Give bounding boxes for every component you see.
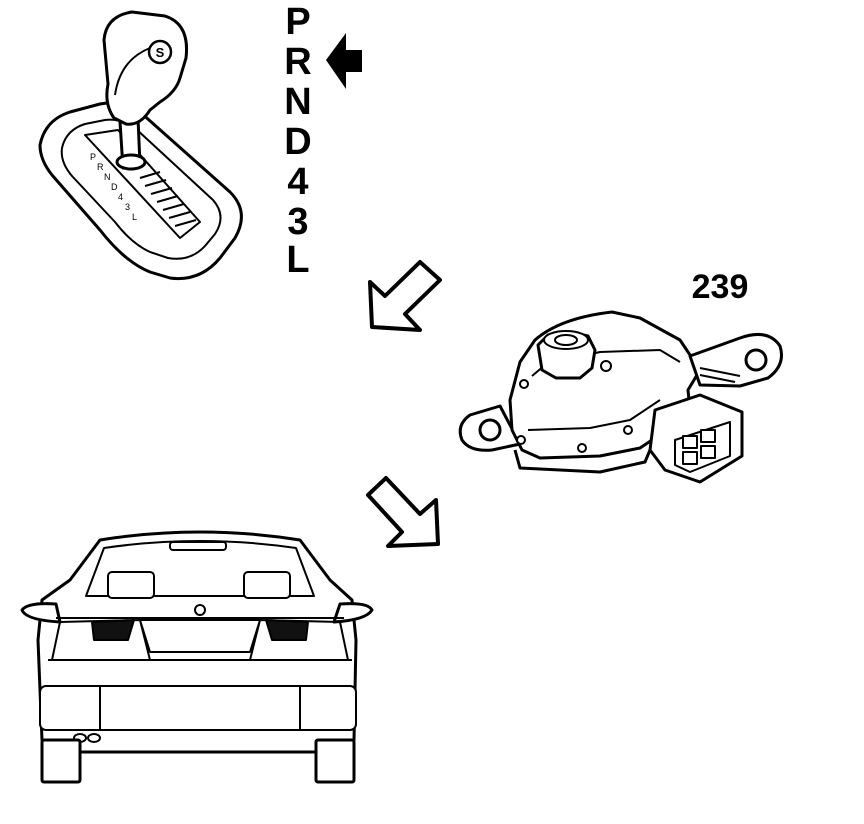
gear-l: L	[286, 239, 309, 281]
gate-label-3: 3	[125, 202, 130, 212]
selected-gear-arrow-icon	[326, 33, 362, 89]
gate-label-4: 4	[118, 192, 123, 202]
gear-n: N	[284, 81, 311, 123]
down-left-arrow-icon	[368, 260, 442, 332]
gate-label-d: D	[111, 182, 118, 192]
gate-label-p: P	[90, 152, 96, 162]
knob-symbol: S	[156, 45, 165, 60]
gate-label-r: R	[97, 162, 104, 172]
gear-4: 4	[287, 161, 308, 203]
gate-label-n: N	[104, 172, 111, 182]
gear-shifter-illustration	[38, 10, 243, 281]
part-number-label: 239	[692, 268, 749, 306]
gear-p: P	[285, 1, 310, 43]
car-rear-view-illustration	[20, 530, 374, 784]
gate-label-l: L	[132, 212, 137, 222]
gear-3: 3	[287, 201, 308, 243]
down-right-arrow-icon	[366, 476, 440, 548]
gear-r: R	[284, 41, 311, 83]
reverse-lamp-switch-illustration	[458, 310, 783, 484]
gear-position-list: P R N D 4 3 L	[284, 1, 311, 281]
gear-d: D	[284, 121, 311, 163]
